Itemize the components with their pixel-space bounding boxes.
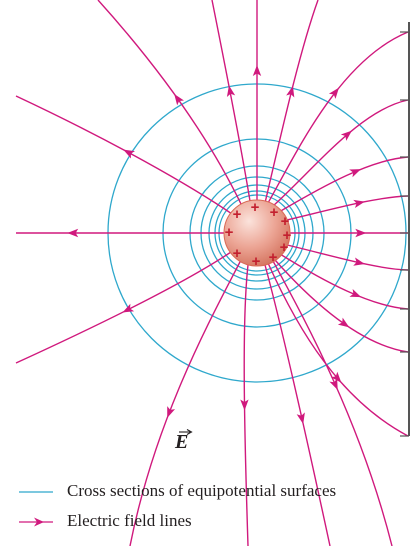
field-line-arrowhead — [296, 412, 305, 425]
charge-sign: + — [269, 249, 278, 266]
field-line-arrow-swatch — [19, 517, 53, 527]
field-line-arrowhead — [122, 303, 135, 313]
field-line — [282, 195, 409, 222]
field-line — [272, 99, 409, 207]
legend-item-field-lines: Electric field lines — [18, 510, 413, 540]
field-line — [282, 243, 409, 271]
field-line — [97, 0, 243, 207]
field-line-arrowhead — [337, 317, 350, 328]
field-line — [274, 259, 409, 353]
field-line-arrowhead — [123, 149, 135, 159]
field-line-arrowhead — [252, 65, 262, 76]
charge-sign: + — [251, 199, 260, 216]
charge-signs: ++++++++++ — [225, 199, 292, 270]
field-line — [15, 95, 236, 217]
field-line-arrowhead — [286, 85, 295, 98]
charge-sign: + — [252, 253, 261, 270]
charge-sign: + — [225, 224, 234, 241]
field-line-arrowhead — [353, 257, 365, 266]
field-vector-label: E — [174, 429, 193, 453]
field-line — [278, 156, 409, 213]
field-line — [279, 253, 409, 310]
sphere-body — [223, 199, 291, 267]
field-line — [267, 31, 409, 204]
vector-arrow-head — [186, 429, 193, 435]
charge-sign: + — [233, 245, 242, 262]
field-line-arrowhead — [329, 378, 338, 390]
field-line-arrowhead — [174, 94, 185, 106]
equipotential-line-swatch — [19, 491, 53, 493]
field-line-arrowhead — [349, 289, 362, 298]
field-vector-letter: E — [174, 431, 188, 453]
field-line-arrowhead — [353, 199, 365, 209]
field-line — [267, 262, 409, 437]
charge-sign: + — [283, 227, 292, 244]
field-line-arrowhead — [355, 228, 367, 238]
field-line-arrowhead — [67, 228, 79, 238]
field-line — [15, 249, 235, 364]
charge-sign: + — [270, 204, 279, 221]
field-line-arrowhead — [328, 87, 339, 99]
legend-label-field-lines: Electric field lines — [67, 511, 192, 530]
field-line-arrowhead — [349, 169, 362, 178]
field-line-arrowhead — [340, 130, 352, 141]
field-line — [129, 259, 242, 546]
field-line — [211, 0, 251, 202]
legend-item-equipotential: Cross sections of equipotential surfaces — [18, 480, 413, 510]
field-line — [272, 260, 393, 546]
charged-sphere — [223, 199, 291, 267]
electric-field-lines — [15, 0, 409, 546]
field-line-arrowhead — [240, 399, 249, 411]
field-line — [243, 264, 249, 546]
field-line — [264, 0, 319, 204]
charge-sign: + — [280, 239, 289, 256]
field-line-arrowhead — [167, 406, 176, 418]
charge-sign: + — [233, 206, 242, 223]
legend-label-equipotential: Cross sections of equipotential surfaces — [67, 481, 337, 500]
field-line-arrowhead — [226, 85, 236, 97]
charge-sign: + — [281, 213, 290, 230]
legend: Cross sections of equipotential surfaces… — [18, 480, 413, 540]
field-line-arrowhead — [330, 371, 342, 383]
field-line — [264, 264, 331, 546]
